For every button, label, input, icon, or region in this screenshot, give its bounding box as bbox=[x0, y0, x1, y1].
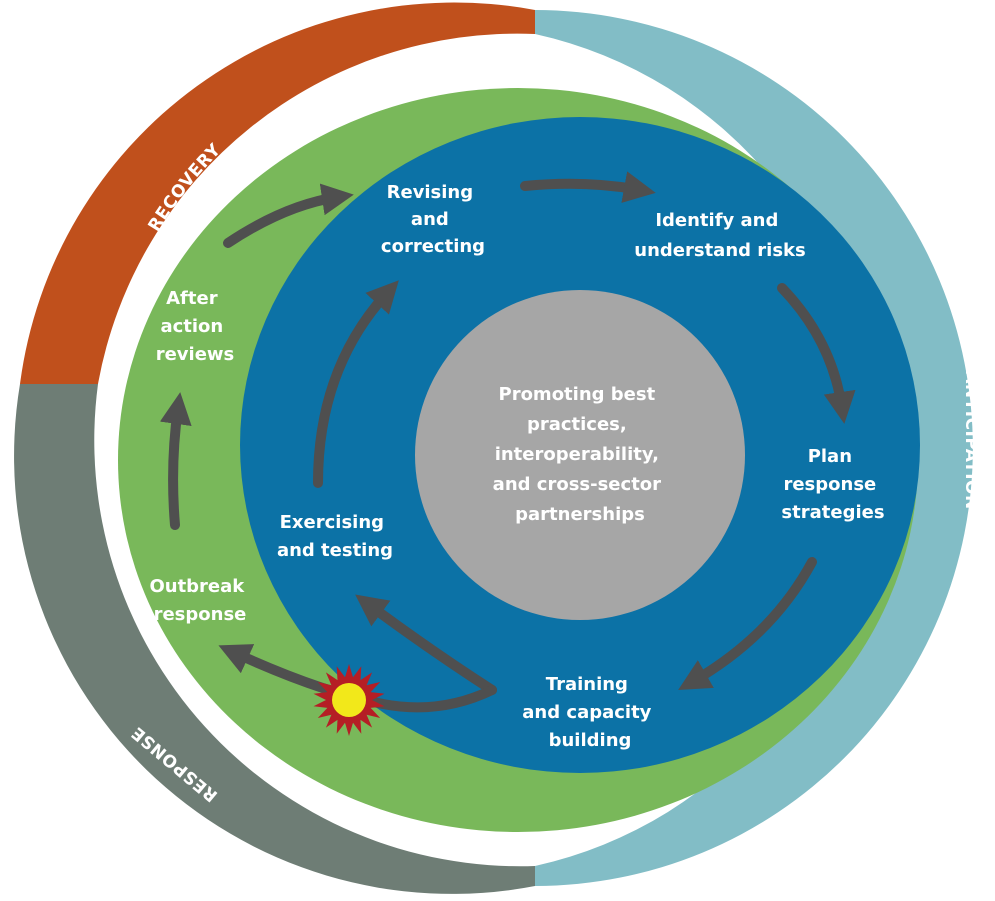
arrow-revising-to-identify bbox=[520, 171, 656, 203]
node-after-action-label: After action reviews bbox=[156, 288, 235, 365]
anticipation-ring-label: ANTICIPATION bbox=[961, 370, 981, 509]
burst-core-shape bbox=[332, 683, 366, 717]
recovery-ring-segment bbox=[20, 2, 535, 385]
node-outbreak-label: Outbreak response bbox=[149, 576, 250, 625]
node-identify-label: Identify and understand risks bbox=[634, 210, 805, 261]
node-exercising-label: Exercising and testing bbox=[277, 512, 393, 561]
arrow-plan-to-training bbox=[678, 557, 817, 690]
center-label: Promoting best practices, interoperabili… bbox=[493, 384, 668, 525]
node-plan-label: Plan response strategies bbox=[781, 446, 884, 523]
arrow-identify-to-plan bbox=[777, 283, 856, 424]
center-circle bbox=[415, 290, 745, 620]
arrow-after-action-to-revising bbox=[223, 183, 354, 248]
arrow-burst-to-outbreak bbox=[218, 644, 497, 713]
burst-icon bbox=[313, 664, 385, 736]
arrow-outbreak-to-after-action bbox=[159, 392, 192, 530]
arrow-training-to-exercising bbox=[355, 594, 497, 695]
arrow-exercising-to-revising bbox=[313, 280, 399, 488]
node-revising-label: Revising and correcting bbox=[381, 182, 485, 257]
node-training-label: Training and capacity building bbox=[522, 674, 657, 751]
anticipation-ring-segment bbox=[535, 10, 973, 886]
response-ring-segment bbox=[14, 384, 536, 894]
